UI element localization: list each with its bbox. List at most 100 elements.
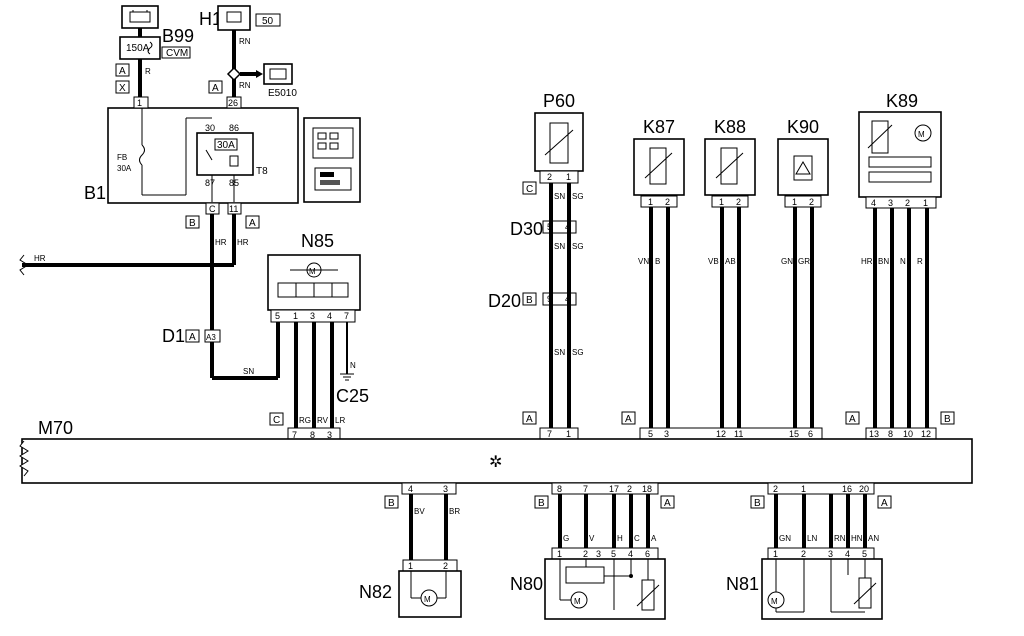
svg-text:C: C xyxy=(273,415,280,426)
svg-text:RG: RG xyxy=(299,416,311,425)
svg-text:2: 2 xyxy=(547,172,552,182)
svg-text:FB: FB xyxy=(117,153,127,162)
svg-text:1: 1 xyxy=(719,197,724,207)
svg-text:RN: RN xyxy=(834,534,846,543)
svg-text:1: 1 xyxy=(648,197,653,207)
svg-text:B: B xyxy=(526,295,533,306)
svg-text:30A: 30A xyxy=(217,140,235,151)
svg-text:11: 11 xyxy=(734,429,743,439)
svg-text:5: 5 xyxy=(275,311,280,321)
svg-text:26: 26 xyxy=(228,98,238,108)
svg-text:B: B xyxy=(655,257,660,266)
svg-text:B: B xyxy=(754,498,761,509)
svg-text:3: 3 xyxy=(596,549,601,559)
svg-text:2: 2 xyxy=(809,197,814,207)
svg-text:4: 4 xyxy=(327,311,332,321)
label-p60: P60 xyxy=(543,91,575,111)
svg-text:R: R xyxy=(145,67,151,76)
svg-text:8: 8 xyxy=(557,484,562,494)
label-cvm: CVM xyxy=(166,48,188,59)
svg-text:A: A xyxy=(849,414,856,425)
svg-text:VB: VB xyxy=(708,257,719,266)
svg-text:10: 10 xyxy=(903,429,913,439)
svg-text:BN: BN xyxy=(878,257,889,266)
svg-text:A: A xyxy=(249,218,256,229)
svg-text:R: R xyxy=(917,257,923,266)
svg-text:7: 7 xyxy=(547,429,552,439)
svg-text:A: A xyxy=(119,66,126,77)
svg-text:LN: LN xyxy=(807,534,817,543)
svg-text:3: 3 xyxy=(664,429,669,439)
svg-text:AN: AN xyxy=(868,534,879,543)
label-c25: C25 xyxy=(336,386,369,406)
svg-text:17: 17 xyxy=(609,484,619,494)
svg-text:GR: GR xyxy=(798,257,810,266)
svg-text:RN: RN xyxy=(239,81,251,90)
svg-text:A: A xyxy=(526,414,533,425)
svg-text:8: 8 xyxy=(310,430,315,440)
svg-text:6: 6 xyxy=(645,549,650,559)
svg-text:2: 2 xyxy=(443,561,448,571)
svg-text:3: 3 xyxy=(443,484,448,494)
label-k90: K90 xyxy=(787,117,819,137)
svg-text:SN: SN xyxy=(554,192,565,201)
fuse-b99: 150A xyxy=(119,36,161,60)
svg-text:2: 2 xyxy=(665,197,670,207)
svg-text:N: N xyxy=(900,257,906,266)
svg-text:A: A xyxy=(625,414,632,425)
svg-text:1: 1 xyxy=(408,561,413,571)
svg-text:A3: A3 xyxy=(206,333,216,342)
label-e5010: E5010 xyxy=(268,88,297,99)
svg-text:11: 11 xyxy=(229,204,238,214)
svg-text:87: 87 xyxy=(205,178,215,188)
label-n82: N82 xyxy=(359,582,392,602)
label-n80: N80 xyxy=(510,574,543,594)
svg-text:SN: SN xyxy=(243,367,254,376)
svg-text:1: 1 xyxy=(137,98,142,108)
svg-text:H: H xyxy=(617,534,623,543)
svg-text:C: C xyxy=(634,534,640,543)
svg-text:5: 5 xyxy=(648,429,653,439)
label-k89: K89 xyxy=(886,91,918,111)
svg-text:BV: BV xyxy=(414,507,425,516)
svg-text:A: A xyxy=(189,332,196,343)
svg-text:SG: SG xyxy=(572,242,584,251)
svg-text:12: 12 xyxy=(716,429,726,439)
svg-text:2: 2 xyxy=(627,484,632,494)
label-k88: K88 xyxy=(714,117,746,137)
svg-text:HR: HR xyxy=(215,238,227,247)
actuator-k89: M 4 3 2 1 xyxy=(858,111,942,209)
svg-text:3: 3 xyxy=(310,311,315,321)
svg-text:VN: VN xyxy=(638,257,649,266)
svg-text:B: B xyxy=(944,414,951,425)
svg-text:7: 7 xyxy=(583,484,588,494)
svg-text:7: 7 xyxy=(292,430,297,440)
svg-text:7: 7 xyxy=(344,311,349,321)
actuator-n80: M xyxy=(544,558,666,620)
svg-text:M: M xyxy=(424,595,431,604)
svg-text:N: N xyxy=(350,361,356,370)
label-h1: H1 xyxy=(199,9,222,29)
svg-text:C: C xyxy=(209,204,216,214)
svg-text:6: 6 xyxy=(808,429,813,439)
svg-text:16: 16 xyxy=(842,484,852,494)
svg-text:1: 1 xyxy=(293,311,298,321)
svg-text:SG: SG xyxy=(572,192,584,201)
label-b1: B1 xyxy=(84,183,106,203)
svg-text:B: B xyxy=(388,498,395,509)
svg-text:4: 4 xyxy=(408,484,413,494)
svg-text:G: G xyxy=(563,534,569,543)
svg-text:30A: 30A xyxy=(117,164,132,173)
svg-text:GN: GN xyxy=(781,257,793,266)
svg-text:M: M xyxy=(309,267,316,276)
svg-text:A: A xyxy=(212,83,219,94)
svg-text:HR: HR xyxy=(34,254,46,263)
svg-text:3: 3 xyxy=(327,430,332,440)
svg-text:1: 1 xyxy=(923,198,928,208)
label-n81: N81 xyxy=(726,574,759,594)
svg-text:8: 8 xyxy=(888,429,893,439)
svg-text:12: 12 xyxy=(921,429,931,439)
ecu-m70: ✲ xyxy=(19,438,973,484)
svg-text:M: M xyxy=(771,597,778,606)
